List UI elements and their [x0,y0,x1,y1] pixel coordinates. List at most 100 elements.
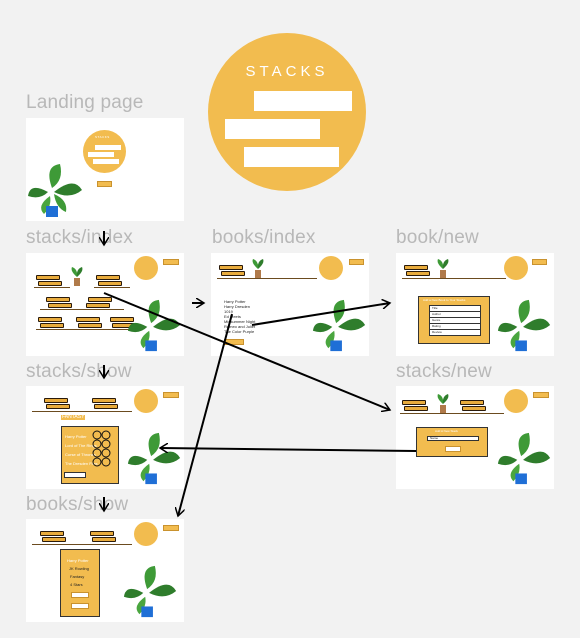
arrow-stacks-new-to-show [160,448,417,451]
stack-book-item[interactable]: The Dresden Files [65,461,98,466]
shelf [217,278,317,279]
book-spine [88,297,112,302]
book-new-logo [504,256,528,280]
landing-bar [88,152,114,157]
book-spine [44,398,68,403]
book-spine [98,281,122,286]
plant-illustration [28,164,82,217]
potted-plant-icon [437,259,449,278]
stacks-index-frame [26,253,184,356]
books-index-frame: Harry Potter Harry Dresden 1019 Ed Meets… [211,253,369,356]
book-spine [38,281,62,286]
stacks-new-label: stacks/new [396,361,492,382]
book-spine [219,265,243,270]
potted-plant-icon [252,259,264,278]
logout-button[interactable] [163,392,179,398]
logout-button[interactable] [533,392,549,398]
book-spine [402,400,426,405]
book-spine [36,275,60,280]
arrow-books-to-book-show [178,313,233,516]
logout-button[interactable] [349,259,364,265]
form-field-label[interactable]: Rating [430,324,480,330]
landing-logo-title: STACKS [95,135,110,139]
book-list-item[interactable]: 1019 [224,309,233,314]
landing-page-label: Landing page [26,92,144,113]
form-field-label[interactable]: Author [430,312,480,318]
book-spine [460,400,484,405]
shelf [94,287,130,288]
landing-bar [95,145,121,150]
plant-illustration [497,299,551,352]
form-title: Add a New Book to Your Stacks [423,298,466,302]
book-spine [92,398,116,403]
book-detail-panel: Harry Potter JK Rowling Fantasy 4 Stars [60,549,100,617]
stack-name-field[interactable]: Name [427,436,479,441]
landing-bar [93,159,119,164]
shelf [40,309,124,310]
book-spine [110,317,134,322]
book-list-item[interactable]: Ed Meets [224,314,241,319]
shelf [34,287,70,288]
plant-illustration [497,432,551,485]
stack-book-item[interactable]: Lord of The Rings [65,443,97,448]
book-list-item[interactable]: Midsummer Night [224,319,256,324]
new-stack-form: Add A New Stack Name [416,427,488,457]
potted-plant-icon [437,394,449,413]
landing-logo: STACKS [83,130,126,173]
stack-name-label: Name [430,436,439,440]
delete-book-button[interactable] [71,603,89,609]
logo-title: STACKS [245,63,329,80]
books-index-label: books/index [212,227,316,248]
book-spine [92,537,116,542]
form-field-label[interactable]: Review [432,330,442,334]
book-spine [94,404,118,409]
stacks-show-logo [134,389,158,413]
book-spine [78,323,102,328]
book-spine [76,317,100,322]
book-genre: Fantasy [70,574,85,579]
add-book-select[interactable] [64,472,86,478]
form-title: Add A New Stack [435,429,459,433]
stack-genre-panel: FANTASY Harry Potter Lord of The Rings C… [61,415,119,484]
edit-book-button[interactable] [71,592,89,598]
book-list-item[interactable]: Harry Dresden [224,304,251,309]
potted-plant-icon [71,267,83,286]
book-spine [462,406,486,411]
book-spine [221,271,245,276]
books-index-logo [319,256,343,280]
logout-button[interactable] [163,259,179,265]
landing-login-button[interactable] [97,181,112,187]
stack-book-item[interactable]: Harry Potter [65,434,87,439]
logout-button[interactable] [532,259,547,265]
book-list: Harry Potter Harry Dresden 1019 Ed Meets… [224,299,255,334]
book-spine [38,317,62,322]
book-spine [46,404,70,409]
stacks-index-logo [134,256,158,280]
book-list-item[interactable]: Romeo and Juliet [224,324,256,329]
stacks-new-frame: Add A New Stack Name [396,386,554,489]
landing-page-frame: STACKS [26,118,184,221]
form-field-label[interactable]: Genre [430,318,480,324]
book-spine [40,323,64,328]
book-list-item[interactable]: The Color Purple [224,329,255,334]
book-author: JK Rowling [69,566,90,571]
book-list-item[interactable]: Harry Potter [224,299,246,304]
book-spine [42,537,66,542]
create-stack-button[interactable] [445,446,461,452]
shelf [36,329,140,330]
stack-book-item[interactable]: Curse of Thrones [65,452,96,457]
logo-bar [254,91,352,111]
book-spine [90,531,114,536]
genre-title: FANTASY [61,414,86,420]
shelf [32,411,132,412]
book-new-label: book/new [396,227,479,248]
book-title: Harry Potter [67,558,89,563]
shelf [402,278,506,279]
form-field-label[interactable]: Title [430,306,480,312]
book-spine [48,303,72,308]
plant-illustration [123,565,177,618]
logout-button[interactable] [163,525,179,531]
book-spine [40,531,64,536]
arrow-books-to-book-new [251,303,390,326]
